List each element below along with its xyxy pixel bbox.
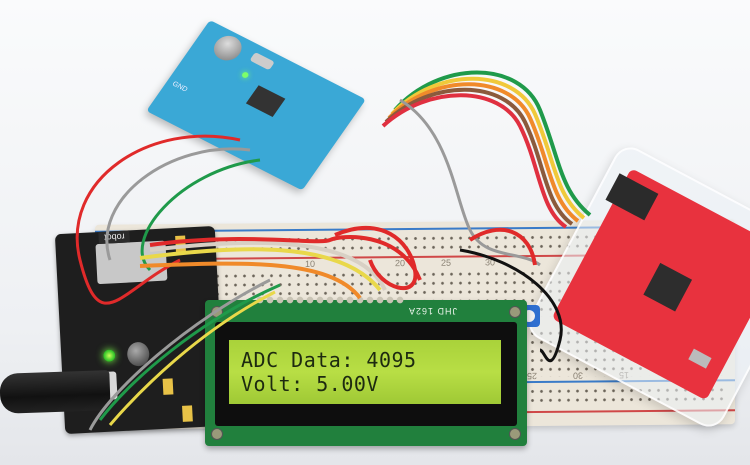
lcd-line-2: Volt: 5.00V bbox=[241, 372, 379, 396]
row-number: 30 bbox=[573, 370, 584, 381]
row-number: 25 bbox=[527, 370, 538, 382]
usb-port bbox=[95, 240, 168, 285]
programmer-chip bbox=[643, 262, 693, 312]
row-number: 25 bbox=[441, 257, 452, 268]
capacitor-icon bbox=[208, 31, 247, 65]
status-led-icon bbox=[240, 71, 250, 79]
lcd-model-label: JHD 162A bbox=[407, 306, 457, 316]
jumper-icon bbox=[175, 235, 186, 253]
mount-hole bbox=[211, 306, 223, 318]
row-number: 30 bbox=[485, 257, 496, 268]
lcd-screen: ADC Data: 4095 Volt: 5.00V bbox=[229, 340, 501, 404]
mount-hole bbox=[211, 428, 223, 440]
microcontroller-chip bbox=[245, 85, 286, 118]
lcd-module: JHD 162A ADC Data: 4095 Volt: 5.00V bbox=[205, 294, 527, 446]
brand-label: robot bbox=[98, 230, 130, 245]
mcu-board: GND bbox=[146, 20, 366, 191]
mini-usb-port bbox=[688, 348, 712, 369]
jumper-icon bbox=[162, 378, 174, 395]
pin-header-connector bbox=[605, 173, 659, 221]
jumper-icon bbox=[182, 405, 193, 422]
crystal-icon bbox=[249, 52, 275, 71]
pin-label: GND bbox=[170, 80, 189, 94]
lcd-line-1: ADC Data: 4095 bbox=[241, 348, 417, 372]
mount-hole bbox=[509, 428, 521, 440]
power-led-icon bbox=[102, 349, 116, 362]
lcd-bezel: ADC Data: 4095 Volt: 5.00V bbox=[215, 322, 517, 426]
mount-hole bbox=[509, 306, 521, 318]
row-number: 10 bbox=[305, 258, 316, 269]
lcd-pin-header bbox=[255, 294, 405, 306]
row-number: 20 bbox=[395, 258, 406, 269]
dc-barrel-jack bbox=[0, 370, 111, 414]
capacitor-icon bbox=[126, 341, 150, 367]
